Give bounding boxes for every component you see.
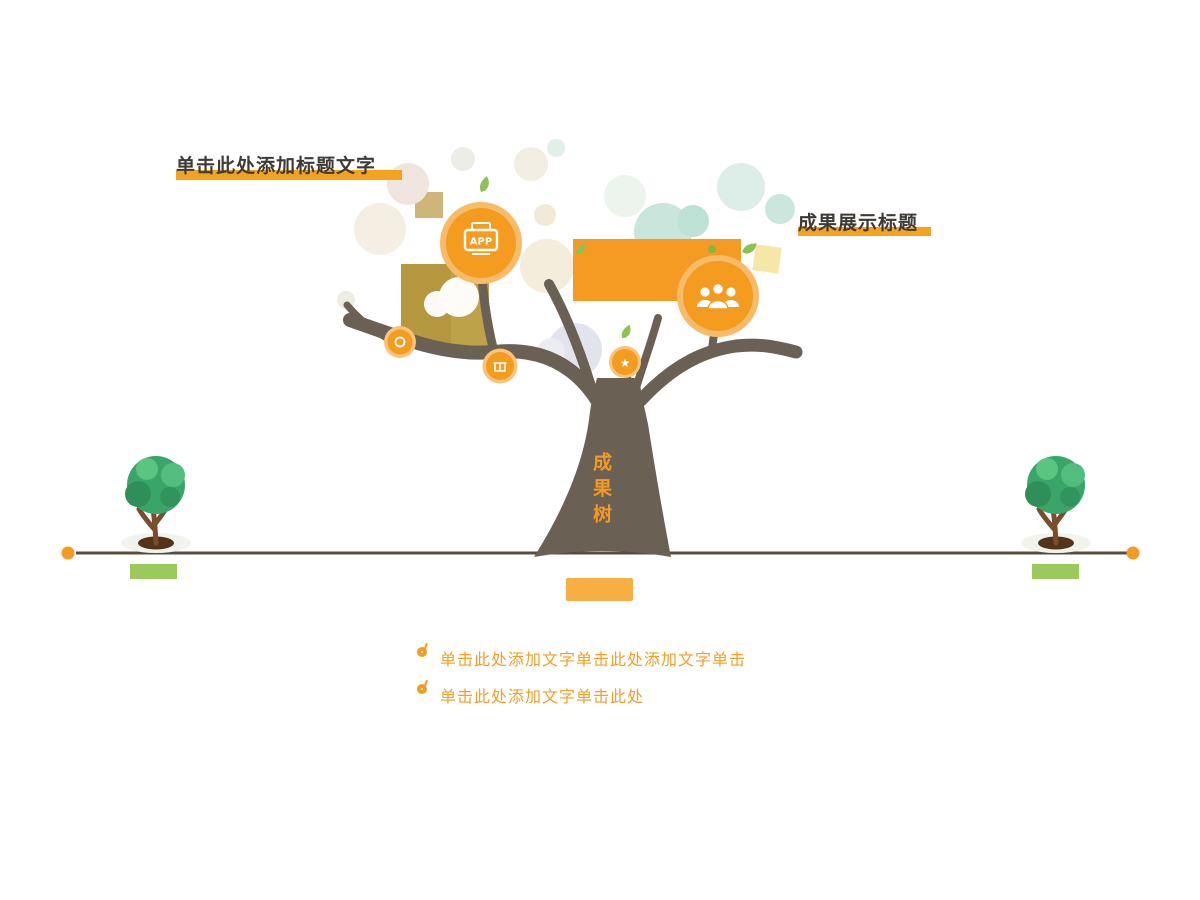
- users-group-icon: [697, 282, 739, 310]
- fruit-body: [612, 349, 638, 375]
- app-circle: APP: [440, 202, 522, 284]
- bubble: [534, 204, 556, 226]
- leaf-icon: [618, 324, 634, 339]
- bubble: [604, 175, 646, 217]
- branch: [544, 279, 599, 401]
- bubble: [514, 147, 548, 181]
- fruit-circle-1: [384, 326, 416, 358]
- leaf-dot: [708, 245, 716, 253]
- fruit-bullet-icon: [417, 684, 427, 694]
- user-body: [707, 299, 729, 310]
- app-circle-body: [446, 208, 516, 278]
- user-head: [726, 287, 736, 297]
- fruit-bullet-icon: [417, 647, 427, 657]
- fruit-circle-2: [482, 348, 518, 384]
- heading-left-highlight-bar: [176, 170, 402, 180]
- bubble: [677, 205, 709, 237]
- leaf-icon: [475, 175, 493, 193]
- app-printer-icon: [463, 222, 499, 255]
- gift-icon: [493, 362, 507, 372]
- ground-dot-right: [1126, 546, 1140, 560]
- pale-yellow-square: [752, 244, 782, 274]
- ground: [61, 546, 1140, 560]
- bubble: [717, 163, 765, 211]
- user-head: [711, 282, 725, 296]
- big-tree: [343, 253, 803, 557]
- bullet-item-1: 单击此处添加文字单击此处添加文字单击: [440, 650, 747, 669]
- tree-trunk-label: 成果树: [590, 452, 612, 530]
- pedestal-left: [130, 564, 177, 579]
- bullet-item-2: 单击此处添加文字单击此处: [440, 687, 645, 706]
- bubble: [439, 277, 479, 317]
- heading-right-highlight-bar: [798, 227, 931, 236]
- ground-dot-left: [61, 546, 75, 560]
- branch: [634, 338, 803, 407]
- leaf-icon: [741, 241, 757, 256]
- bubble: [451, 147, 475, 171]
- bubble: [354, 203, 406, 255]
- center-tag-box: [566, 578, 633, 601]
- users-circle: [677, 255, 759, 337]
- fruit-body: [387, 329, 413, 355]
- bubble: [547, 139, 565, 157]
- user-head: [700, 287, 710, 297]
- tree-trunk: [534, 378, 671, 557]
- fruit-circle-3: ★: [609, 346, 641, 378]
- app-icon-body: [463, 228, 499, 252]
- bubble: [520, 239, 574, 293]
- users-circle-body: [683, 261, 753, 331]
- decor-leaves: [475, 175, 757, 339]
- pedestal-right: [1032, 564, 1079, 579]
- ring-icon: [394, 336, 406, 348]
- star-icon: ★: [620, 356, 631, 370]
- bubble: [765, 194, 795, 224]
- heading-right: 成果展示标题: [798, 212, 919, 234]
- mini-tree-right: [1021, 456, 1091, 553]
- mini-tree-left: [121, 456, 191, 553]
- heading-left: 单击此处添加标题文字: [176, 155, 377, 177]
- app-badge-label: APP: [470, 237, 492, 248]
